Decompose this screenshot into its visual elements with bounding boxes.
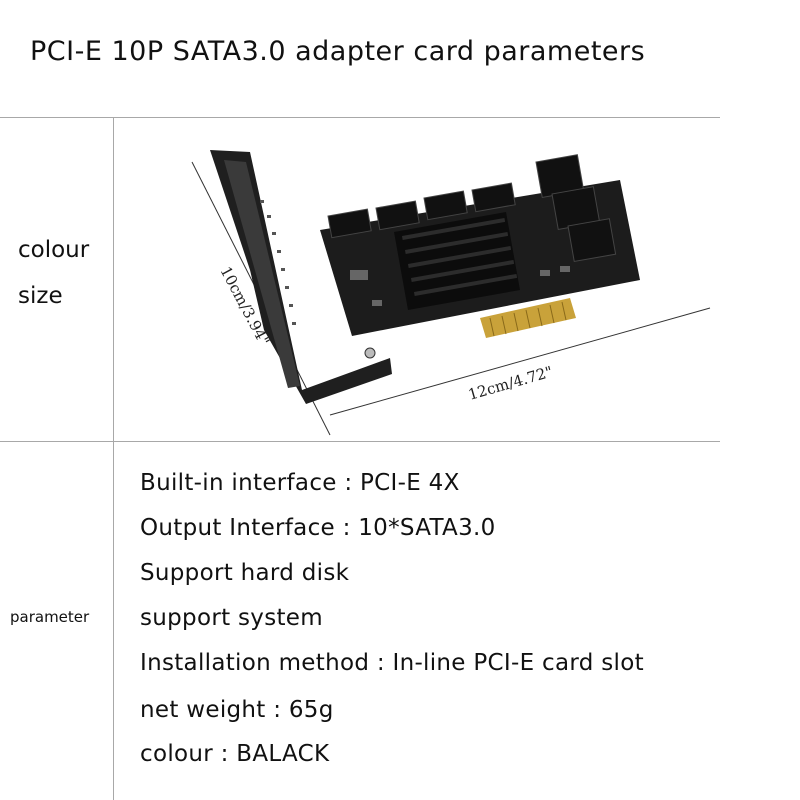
param-interface: Built-in interface : PCI-E 4X xyxy=(140,470,460,496)
param-output: Output Interface : 10*SATA3.0 xyxy=(140,515,496,541)
page-title: PCI-E 10P SATA3.0 adapter card parameter… xyxy=(30,36,646,67)
width-dimension-line xyxy=(329,307,711,416)
colour-label: colour xyxy=(18,237,90,263)
param-weight: net weight : 65g xyxy=(140,697,334,723)
heatsink xyxy=(394,212,520,310)
divider-top xyxy=(0,117,720,118)
sata-ports xyxy=(327,154,617,263)
width-dimension-label: 12cm/4.72" xyxy=(466,363,555,404)
param-installation: Installation method : In-line PCI-E card… xyxy=(140,650,644,676)
param-colour: colour : BALACK xyxy=(140,741,330,767)
size-label: size xyxy=(18,283,63,309)
divider-middle xyxy=(0,441,720,442)
param-system: support system xyxy=(140,605,323,631)
product-image: 10cm/3.94" 12cm/4.72" xyxy=(191,150,711,436)
divider-vertical xyxy=(113,117,114,800)
bracket-shape xyxy=(210,150,392,404)
parameter-label: parameter xyxy=(10,608,90,626)
param-hard-disk: Support hard disk xyxy=(140,560,350,586)
